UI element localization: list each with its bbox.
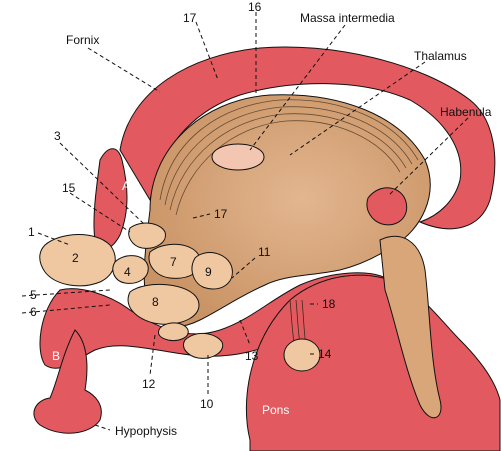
label-17-mid: 17 [214, 207, 228, 221]
label-16: 16 [248, 0, 262, 14]
label-hypophysis: Hypophysis [115, 424, 177, 438]
label-15: 15 [62, 181, 76, 195]
hypothalamic-nuclei [112, 222, 233, 359]
nucleus-8 [127, 283, 200, 325]
mammillary-body [283, 338, 321, 372]
label-7: 7 [170, 255, 177, 269]
label-17-top: 17 [183, 11, 197, 25]
brainstem-column [379, 235, 442, 418]
label-b: B [52, 349, 60, 363]
nucleus-10 [183, 333, 224, 359]
label-a: A [122, 179, 130, 193]
label-habenula: Habenula [440, 105, 492, 119]
nucleus-4 [112, 255, 149, 284]
label-2: 2 [72, 251, 79, 265]
label-11: 11 [258, 245, 271, 259]
label-6: 6 [30, 305, 37, 319]
fiber-tracts [159, 99, 419, 216]
label-18: 18 [322, 297, 336, 311]
label-pons: Pons [262, 403, 289, 417]
label-10: 10 [200, 397, 214, 411]
label-8: 8 [152, 295, 159, 309]
label-fornix: Fornix [66, 33, 99, 47]
label-12: 12 [142, 377, 156, 391]
habenula-structure [366, 187, 408, 226]
label-3: 3 [54, 129, 61, 143]
leader-lines [21, 12, 469, 431]
label-massa-intermedia: Massa intermedia [300, 11, 395, 25]
massa-intermedia [211, 143, 265, 171]
label-thalamus: Thalamus [414, 49, 467, 63]
label-1: 1 [28, 225, 35, 239]
infundibulum [33, 329, 102, 434]
label-13: 13 [245, 349, 259, 363]
anterior-wall [93, 148, 128, 250]
label-4: 4 [124, 265, 131, 279]
label-5: 5 [30, 288, 37, 302]
label-9: 9 [205, 265, 212, 279]
label-14: 14 [318, 347, 332, 361]
nucleus-9 [191, 252, 233, 290]
nucleus-12 [157, 322, 189, 341]
optic-chiasm [39, 234, 116, 287]
ventricle-wall-upper [119, 46, 496, 230]
nucleus-15 [128, 222, 166, 249]
